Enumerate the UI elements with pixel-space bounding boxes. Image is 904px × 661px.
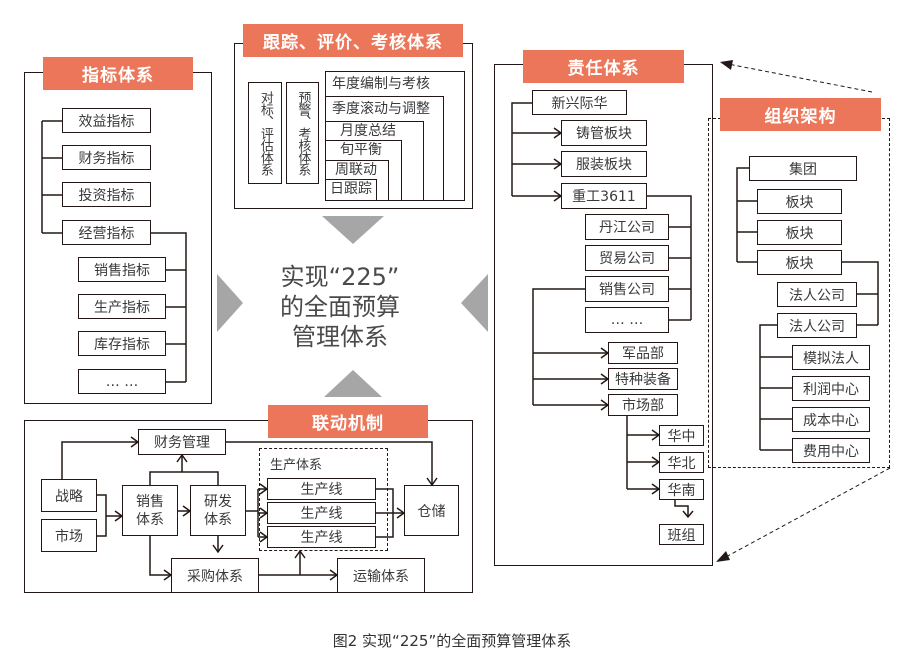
figure-caption: 图2 实现“225”的全面预算管理体系 xyxy=(332,632,572,650)
market: 市场 xyxy=(41,519,97,552)
org-cost-center: 成本中心 xyxy=(792,407,870,432)
resp-trading: 贸易公司 xyxy=(585,245,669,271)
arrow-left-from-responsibility xyxy=(461,274,488,332)
resp-more: … … xyxy=(585,307,669,333)
org-simulated-legal: 模拟法人 xyxy=(792,345,870,370)
org-to-resp-bottom-link xyxy=(723,467,891,559)
resp-military: 军品部 xyxy=(608,342,678,364)
indicator-sales: 销售指标 xyxy=(78,257,166,282)
production-line-1: 生产线 xyxy=(267,478,376,500)
strategy: 战略 xyxy=(41,479,97,512)
arrow-down-from-tracking xyxy=(322,216,384,244)
resp-south-china: 华南 xyxy=(659,479,704,500)
indicator-operation: 经营指标 xyxy=(62,220,151,245)
resp-apparel-segment: 服装板块 xyxy=(561,151,647,177)
indicator-finance: 财务指标 xyxy=(62,145,151,170)
production-system-label: 生产体系 xyxy=(270,458,323,473)
finance-management: 财务管理 xyxy=(138,429,226,455)
sales-system-line1: 销售 xyxy=(136,493,164,510)
org-group: 集团 xyxy=(749,156,857,181)
responsibility-system-header: 责任体系 xyxy=(523,50,684,83)
resp-root: 新兴际华 xyxy=(532,90,627,115)
center-title: 实现“225” 的全面预算 管理体系 xyxy=(250,262,430,352)
resp-special-equipment: 特种装备 xyxy=(608,368,678,390)
rnd-system-line1: 研发 xyxy=(204,493,232,510)
production-line-2: 生产线 xyxy=(267,502,376,524)
center-title-line2: 的全面预算 xyxy=(280,293,400,321)
resp-team: 班组 xyxy=(659,524,704,545)
tracking-system-header: 跟踪、评价、考核体系 xyxy=(243,24,463,57)
transport-system: 运输体系 xyxy=(337,558,425,593)
sales-system-line2: 体系 xyxy=(136,511,164,528)
org-legal-company-2: 法人公司 xyxy=(777,313,857,338)
indicator-inventory: 库存指标 xyxy=(78,331,166,356)
org-segment-3: 板块 xyxy=(757,250,842,275)
daily-tracking: 日跟踪 xyxy=(325,179,377,201)
org-segment-1: 板块 xyxy=(757,189,842,214)
procurement-system: 采购体系 xyxy=(171,558,259,593)
rnd-system: 研发 体系 xyxy=(190,485,246,536)
center-title-line3: 管理体系 xyxy=(292,323,388,351)
indicator-investment: 投资指标 xyxy=(62,182,151,207)
org-legal-company-1: 法人公司 xyxy=(777,282,857,307)
production-line-3: 生产线 xyxy=(267,526,376,548)
indicator-benefit: 效益指标 xyxy=(62,108,151,133)
resp-pipe-segment: 铸管板块 xyxy=(561,120,647,146)
arrowhead-bottom xyxy=(716,551,730,562)
arrow-up-from-linkage xyxy=(324,370,382,397)
org-expense-center: 费用中心 xyxy=(792,438,870,463)
warning-assessment-system: 预警、考核体系 xyxy=(286,82,319,184)
indicator-more: … … xyxy=(78,369,166,394)
org-segment-2: 板块 xyxy=(757,220,842,245)
resp-danjiang: 丹江公司 xyxy=(585,214,669,240)
org-structure-header: 组织架构 xyxy=(720,98,881,131)
linkage-mechanism-header: 联动机制 xyxy=(268,405,428,438)
resp-sales-company: 销售公司 xyxy=(585,276,669,302)
center-title-line1: 实现“225” xyxy=(280,263,400,291)
org-to-resp-top-link xyxy=(727,63,873,93)
resp-market-dept: 市场部 xyxy=(608,394,678,416)
sales-system: 销售 体系 xyxy=(122,485,178,536)
resp-north-china: 华北 xyxy=(659,452,704,473)
arrow-right-from-indicator xyxy=(217,274,243,332)
indicator-system-header: 指标体系 xyxy=(43,57,193,90)
warehouse: 仓储 xyxy=(404,485,459,536)
rnd-system-line2: 体系 xyxy=(204,511,232,528)
resp-heavy-3611: 重工3611 xyxy=(561,183,647,209)
org-profit-center: 利润中心 xyxy=(792,376,870,401)
resp-central-china: 华中 xyxy=(659,425,704,446)
indicator-production: 生产指标 xyxy=(78,294,166,319)
benchmark-evaluation-system: 对标、评估体系 xyxy=(248,82,282,184)
arrowhead-top xyxy=(720,60,733,70)
